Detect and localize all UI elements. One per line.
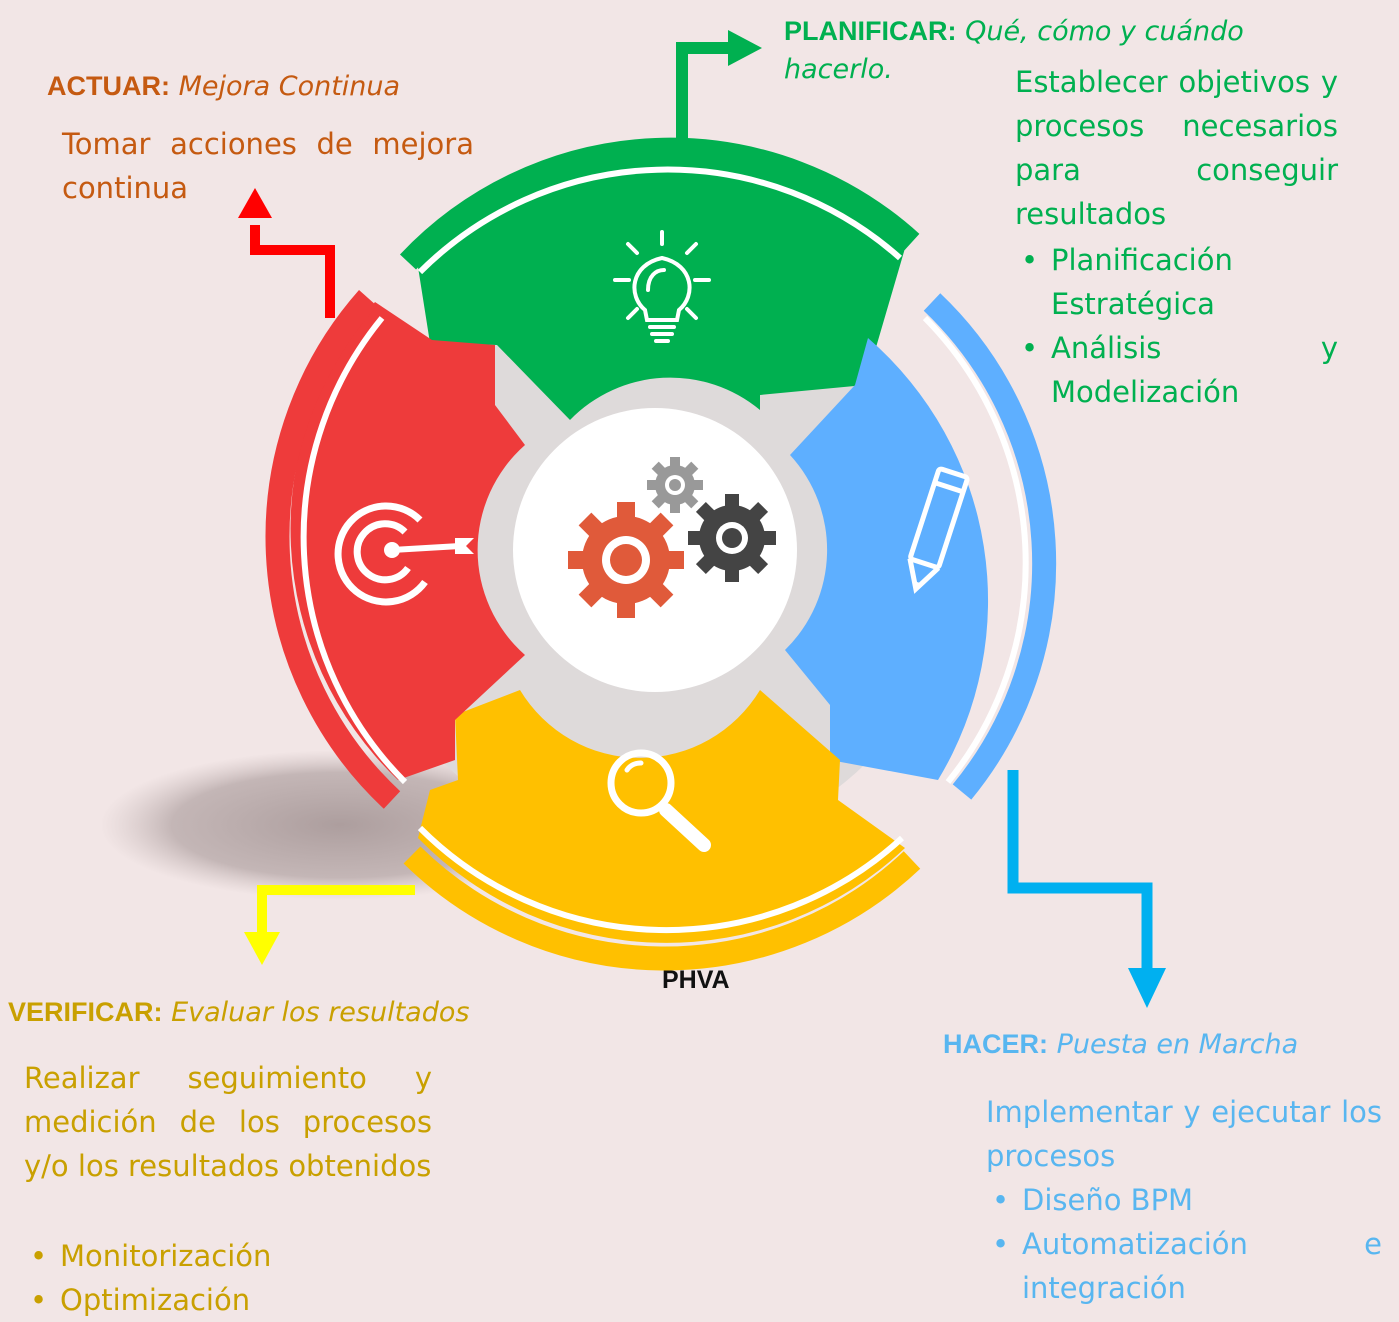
lightbulb-icon bbox=[613, 230, 711, 343]
segment-verificar bbox=[403, 690, 921, 971]
verificar-heading: VERIFICAR: Evaluar los resultados bbox=[8, 994, 469, 1031]
planificar-description: Establecer objetivos y procesos necesari… bbox=[1015, 65, 1338, 231]
hacer-heading: HACER: Puesta en Marcha bbox=[943, 1026, 1298, 1063]
list-item: Planificación Estratégica bbox=[1015, 238, 1338, 326]
hacer-arrowhead bbox=[1128, 968, 1166, 1008]
planificar-subtitle: Qué, cómo y cuándo hacerlo. bbox=[784, 16, 1244, 85]
list-item: Monitorización bbox=[24, 1234, 432, 1278]
hacer-bullets: Diseño BPM Automatización e integración bbox=[986, 1178, 1382, 1310]
actuar-title: ACTUAR: bbox=[47, 71, 170, 101]
verificar-arrowhead bbox=[244, 932, 280, 965]
planificar-arrowhead bbox=[728, 30, 762, 66]
verificar-arrow bbox=[257, 885, 415, 935]
segment-actuar bbox=[265, 290, 525, 809]
diagram-center-label: PHVA bbox=[662, 966, 730, 994]
actuar-heading: ACTUAR: Mejora Continua bbox=[47, 68, 400, 105]
planificar-bullets: Planificación Estratégica Análisis y Mod… bbox=[1015, 238, 1338, 414]
segment-planificar bbox=[399, 137, 920, 420]
actuar-arrowhead bbox=[238, 188, 272, 218]
list-item: Diseño BPM bbox=[986, 1178, 1382, 1222]
segment-hacer bbox=[785, 293, 1057, 800]
list-item: Análisis y Modelización bbox=[1015, 326, 1338, 414]
hacer-subtitle: Puesta en Marcha bbox=[1056, 1029, 1299, 1060]
actuar-subtitle: Mejora Continua bbox=[178, 71, 401, 102]
planificar-title: PLANIFICAR: bbox=[784, 16, 957, 46]
pencil-icon bbox=[907, 466, 970, 594]
actuar-description: Tomar acciones de mejora continua bbox=[62, 127, 474, 205]
hacer-arrow bbox=[1007, 770, 1153, 972]
magnifier-icon bbox=[607, 749, 711, 852]
target-icon bbox=[334, 502, 474, 606]
verificar-bullets: Monitorización Optimización bbox=[24, 1234, 432, 1322]
planificar-heading: PLANIFICAR: Qué, cómo y cuándo hacerlo. bbox=[784, 12, 1344, 89]
verificar-subtitle: Evaluar los resultados bbox=[171, 997, 470, 1028]
hacer-title: HACER: bbox=[943, 1029, 1048, 1059]
actuar-arrow bbox=[250, 225, 335, 318]
verificar-title: VERIFICAR: bbox=[8, 997, 163, 1027]
verificar-description: Realizar seguimiento y medición de los p… bbox=[24, 1061, 432, 1183]
planificar-arrow bbox=[676, 42, 732, 158]
hacer-description: Implementar y ejecutar los procesos bbox=[986, 1095, 1382, 1173]
list-item: Optimización bbox=[24, 1278, 432, 1322]
list-item: Automatización e integración bbox=[986, 1222, 1382, 1310]
